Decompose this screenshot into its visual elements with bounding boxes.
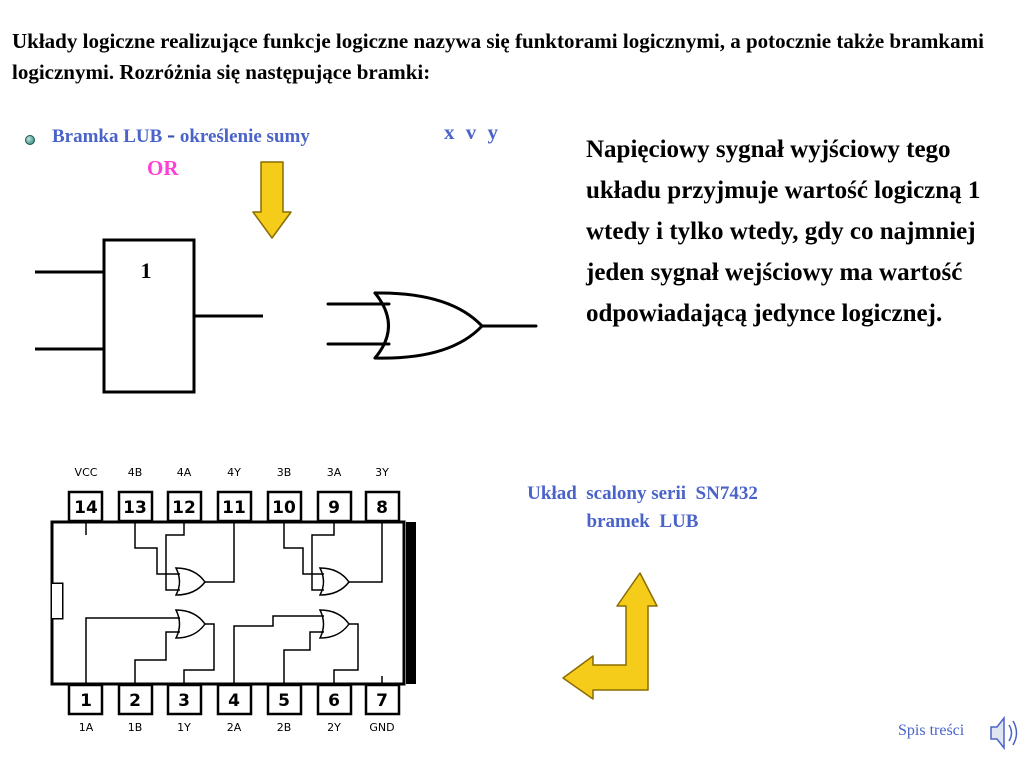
pin-5-label: 2B [277,721,292,734]
sum-formula: x v y [444,120,498,144]
pin-13-label: 4B [128,466,143,479]
pin-7-label: GND [369,721,394,734]
pin-14-label: VCC [75,466,98,479]
table-of-contents-link[interactable]: Spis treści [898,722,965,739]
pin-8-number: 8 [376,498,388,518]
bullet-icon [25,135,35,145]
chip-subtitle: bramek LUB [586,511,699,532]
pin-5-number: 5 [278,691,290,711]
return-arrow-icon [562,572,658,700]
pin-12-number: 12 [172,498,196,518]
pin-4-number: 4 [228,691,240,711]
pin-10-number: 10 [272,498,296,518]
chip-title: Układ scalony serii SN7432 [527,483,758,504]
or-label: OR [147,156,179,180]
bottom-pin-row [67,683,401,716]
pin-14-number: 14 [74,498,98,518]
pin-13-number: 13 [123,498,147,518]
speaker-icon[interactable] [990,715,1018,751]
pin-7-number: 7 [376,691,388,711]
bramka-definition: określenie sumy [179,126,310,147]
pin-2-number: 2 [129,691,141,711]
pin-9-label: 3A [327,466,342,479]
chip-caption: Układ scalony serii SN7432 bramek LUB [470,480,815,536]
ansi-or-gate [326,291,538,360]
pin-9-number: 9 [328,498,340,518]
pin-2-label: 1B [128,721,143,734]
iec-or-gate: 1 [35,238,263,394]
pin-6-number: 6 [328,691,340,711]
pin-11-number: 11 [222,498,246,518]
pin-1-number: 1 [80,691,92,711]
bramka-heading: Bramka LUB - określenie sumy [52,122,310,149]
pin-10-label: 3B [277,466,292,479]
top-pin-row [67,490,401,523]
intro-paragraph: Układy logiczne realizujące funkcje logi… [12,29,984,84]
pin-12-label: 4A [177,466,192,479]
sn7432-chip: 14 13 12 11 10 9 8 VCC 4B 4A 4Y 3B 3A 3Y… [50,466,416,734]
pin-3-number: 3 [178,691,190,711]
gate-description: Napięciowy sygnał wyjściowy tego układu … [586,136,981,327]
chip-internal-wiring [85,522,383,684]
pin-6-label: 2Y [327,721,341,734]
iec-label: 1 [141,258,152,283]
pin-8-label: 3Y [375,466,389,479]
down-arrow-icon [252,161,292,239]
bramka-name: Bramka LUB [52,126,163,147]
bramka-dash: - [167,122,176,148]
pin-1-label: 1A [79,721,94,734]
pin-4-label: 2A [227,721,242,734]
pin-11-label: 4Y [227,466,241,479]
pin-3-label: 1Y [177,721,191,734]
